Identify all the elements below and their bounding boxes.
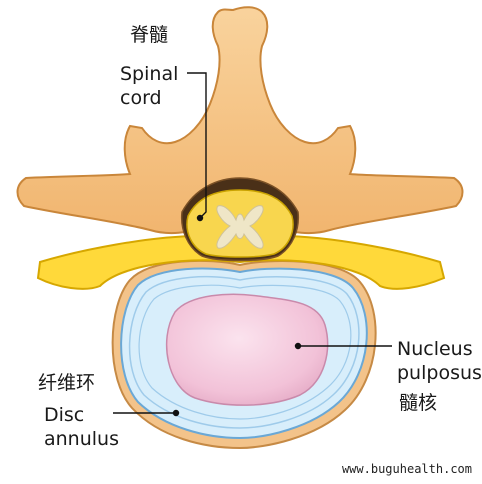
nucleus-pulposus-chinese-label: 髓核 bbox=[399, 392, 438, 414]
watermark-text: www.buguhealth.com bbox=[341, 462, 472, 476]
nucleus-pulposus-label-line1: Nucleus bbox=[397, 338, 473, 360]
spinal-cord-label-line1: Spinal bbox=[120, 63, 179, 85]
spinal-cord-label-line2: cord bbox=[120, 87, 162, 109]
nucleus-pulposus-label-line2: pulposus bbox=[397, 362, 482, 384]
disc-annulus-label-line1: Disc bbox=[44, 404, 85, 426]
spinal-cord-chinese-label: 脊髓 bbox=[130, 24, 169, 46]
disc-annulus-label-line2: annulus bbox=[44, 428, 119, 450]
spinal-cord bbox=[186, 189, 294, 258]
nucleus-pulposus bbox=[165, 293, 329, 406]
disc-annulus-chinese-label: 纤维环 bbox=[38, 372, 96, 394]
leader-lines bbox=[113, 72, 392, 417]
